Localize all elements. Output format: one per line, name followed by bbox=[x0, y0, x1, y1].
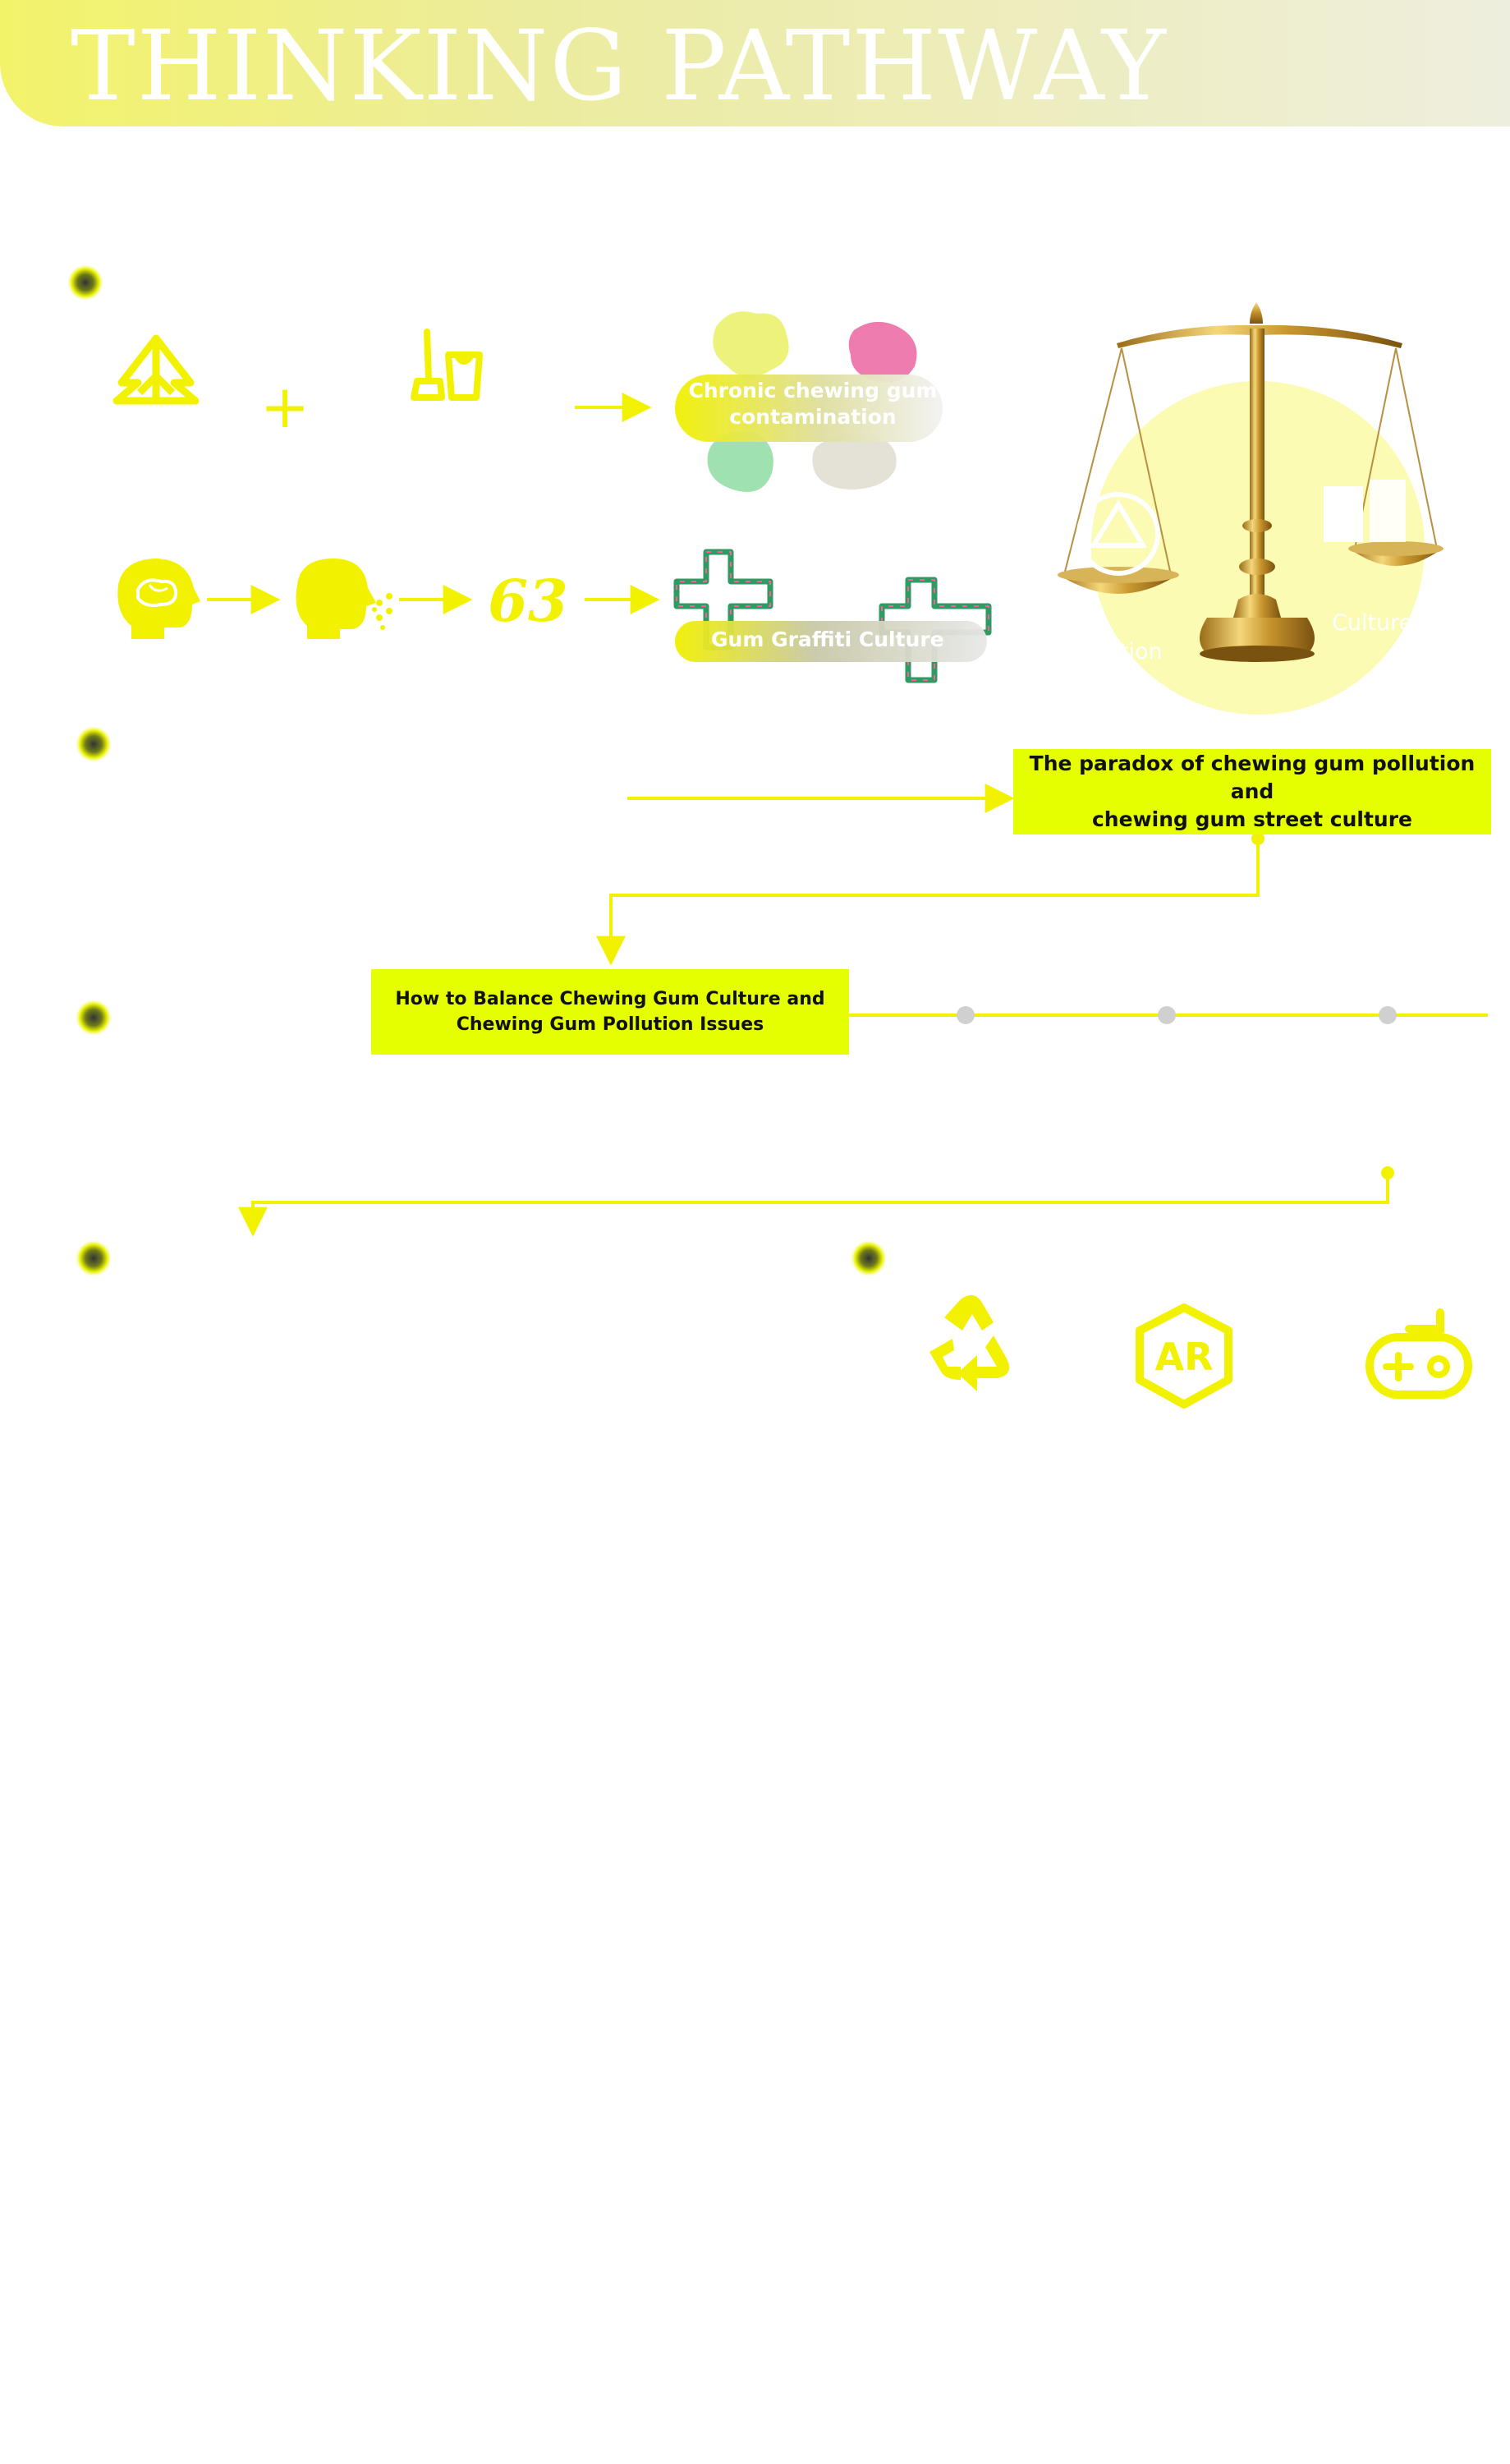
speaking-head-icon bbox=[296, 559, 392, 639]
header-bar bbox=[0, 0, 1510, 126]
gum-pieces bbox=[707, 311, 917, 493]
section-bullet-5 bbox=[851, 1240, 887, 1276]
pollution-label: Chronic chewing gum contamination bbox=[675, 378, 951, 430]
section-bullet-2 bbox=[76, 726, 112, 762]
gum-number-sketch: 63 bbox=[488, 567, 567, 635]
recycle-icon bbox=[929, 1294, 1010, 1391]
option-dot-2[interactable] bbox=[1158, 1006, 1176, 1024]
balance-line1: How to Balance Chewing Gum Culture and bbox=[395, 989, 825, 1009]
ar-icon-text: AR bbox=[1154, 1335, 1213, 1379]
graffiti-art-right bbox=[879, 577, 992, 683]
ar-icon: AR bbox=[1136, 1303, 1232, 1409]
plus-sign: + bbox=[260, 372, 310, 441]
section-bullet-4 bbox=[76, 1240, 112, 1276]
page-title: THINKING PATHWAY bbox=[71, 9, 1168, 122]
broom-bin-icon bbox=[411, 329, 483, 401]
paradox-line1: The paradox of chewing gum pollution and bbox=[1029, 752, 1476, 803]
pollution-label-line1: Chronic chewing gum bbox=[688, 379, 938, 402]
section-bullet-1 bbox=[67, 264, 103, 301]
brain-head-icon bbox=[117, 559, 200, 639]
graffiti-pill bbox=[675, 621, 987, 662]
balance-scale-image bbox=[1058, 302, 1443, 662]
paradox-box: The paradox of chewing gum pollution and… bbox=[1013, 749, 1491, 834]
connector-paradox-to-balance bbox=[596, 839, 1260, 966]
option-dot-1[interactable] bbox=[957, 1006, 975, 1024]
gamepad-icon bbox=[1365, 1308, 1472, 1399]
paradox-line2: chewing gum street culture bbox=[1091, 807, 1413, 831]
connector-to-solutions bbox=[238, 1173, 1389, 1237]
balance-box: How to Balance Chewing Gum Culture and C… bbox=[371, 969, 849, 1055]
pollution-pill bbox=[675, 375, 943, 442]
balance-line2: Chewing Gum Pollution Issues bbox=[456, 1014, 764, 1035]
pollution-label-line2: contamination bbox=[729, 405, 897, 429]
scale-left-label: Pollution bbox=[1067, 639, 1163, 664]
graffiti-label: Gum Graffiti Culture bbox=[711, 627, 944, 651]
section-bullet-3 bbox=[76, 1000, 112, 1036]
option-dot-3[interactable] bbox=[1379, 1006, 1397, 1024]
tree-litter-icon bbox=[112, 334, 200, 405]
scale-right-label: Culture bbox=[1332, 610, 1413, 636]
